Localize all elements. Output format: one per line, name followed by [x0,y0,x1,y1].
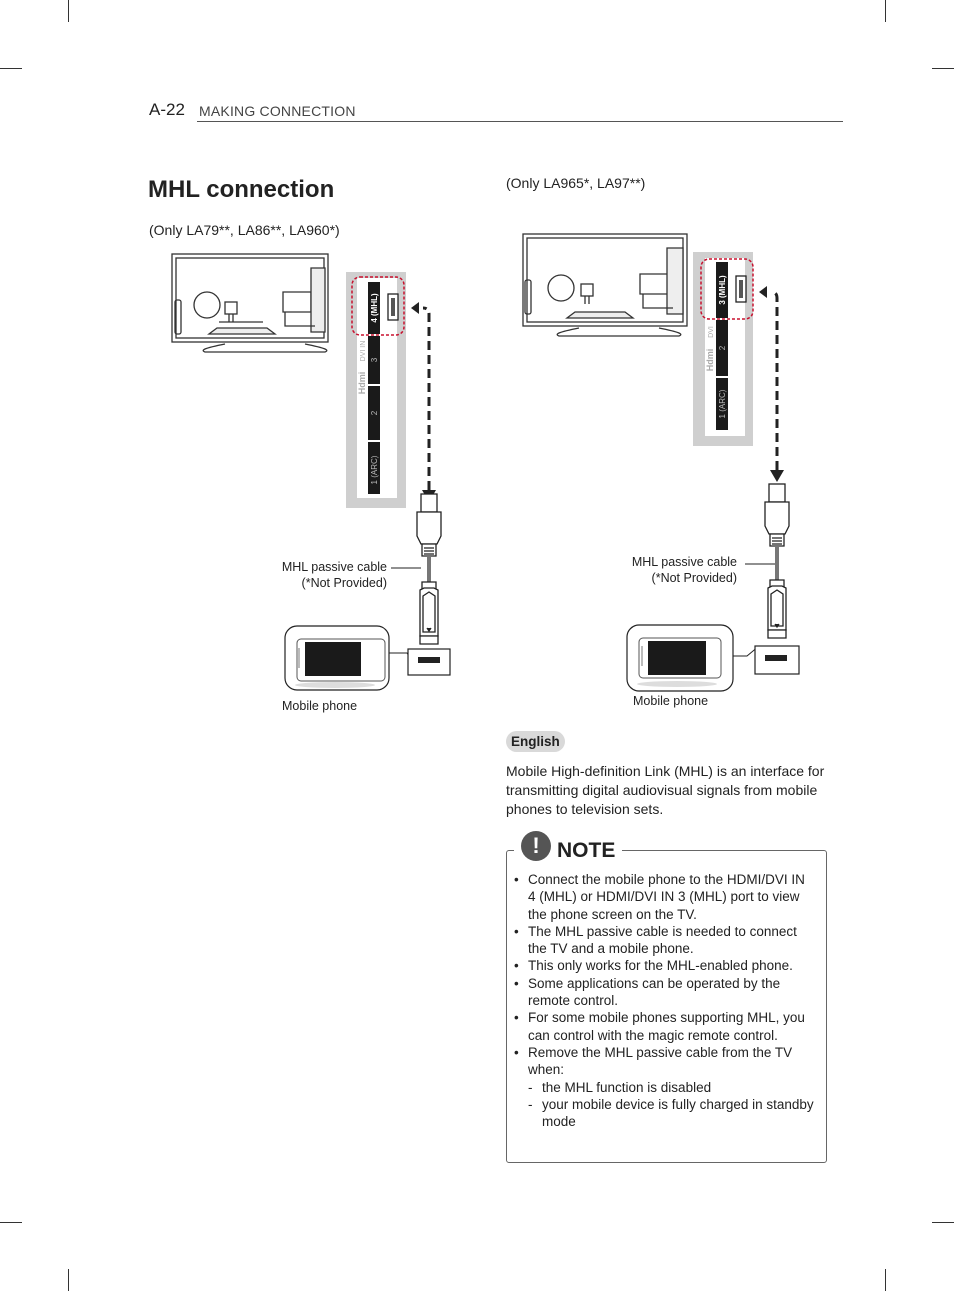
hdmi-port-panel: 3 (MHL) 2 1 (ARC) DVI Hdmi [693,252,754,446]
cable-label-note: (*Not Provided) [301,576,387,590]
port-label: 3 [370,357,379,362]
intro-paragraph: Mobile High-definition Link (MHL) is an … [506,763,825,817]
hdmi-logo: Hdmi [705,349,715,372]
section-title: MAKING CONNECTION [199,103,356,119]
port-label: 2 [370,410,379,415]
port-group-label: DVI [708,326,715,338]
cable-label-note: (*Not Provided) [651,571,737,585]
port-label: 4 (MHL) [370,293,379,323]
crop-mark [68,1269,69,1291]
exclamation-icon: ! [521,831,551,861]
connection-arrow [411,302,436,502]
mhl-cable [764,483,790,639]
crop-mark [0,68,22,69]
note-sub-item: -the MHL function is disabled [528,1079,712,1095]
crop-mark [885,0,886,22]
left-connection-diagram: 4 (MHL) 3 2 1 (ARC) DVI IN Hdmi [171,253,451,691]
note-sub-item: -your mobile device is fully charged in … [528,1096,814,1130]
note-item: •This only works for the MHL-enabled pho… [514,958,793,974]
port-label: 3 (MHL) [718,275,727,305]
cable-label-name: MHL passive cable [281,560,387,574]
crop-mark [68,0,69,22]
port-label: 2 [718,345,727,350]
note-item: •The MHL passive cable is needed to conn… [514,923,797,957]
crop-mark [885,1269,886,1291]
note-title: NOTE [557,839,616,862]
mobile-phone-illustration [284,625,390,691]
note-item: •Remove the MHL passive cable from the T… [514,1044,793,1078]
cable-label-name: MHL passive cable [631,555,737,569]
port-label: 1 (ARC) [370,455,379,484]
right-connection-diagram: 3 (MHL) 2 1 (ARC) DVI Hdmi [522,233,800,692]
tv-back-illustration [171,253,329,353]
note-item: •Some applications can be operated by th… [514,975,781,1009]
note-list: •Connect the mobile phone to the HDMI/DV… [514,871,816,1130]
mobile-phone-illustration [626,624,734,692]
hdmi-logo: Hdmi [357,372,367,395]
page-number: A-22 [149,100,185,119]
note-item: •Connect the mobile phone to the HDMI/DV… [514,872,805,922]
crop-mark [0,1222,22,1223]
note-box [506,850,827,1163]
port-group-label: DVI IN [360,341,367,362]
cable-label: MHL passive cable (*Not Provided) [270,559,387,591]
connection-arrow [759,286,784,482]
hdmi-port-panel: 4 (MHL) 3 2 1 (ARC) DVI IN Hdmi [346,272,406,508]
phone-label: Mobile phone [282,699,358,713]
crop-mark [932,1222,954,1223]
page-title: MHL connection [148,176,335,203]
tv-back-illustration [522,233,688,337]
note-item: •For some mobile phones supporting MHL, … [514,1010,805,1043]
header-rule [197,121,843,122]
cable-label: MHL passive cable (*Not Provided) [620,554,737,586]
mhl-cable [416,493,442,645]
language-badge: English [506,731,565,752]
phone-label: Mobile phone [633,694,709,708]
crop-mark [932,68,954,69]
port-label: 1 (ARC) [718,389,727,418]
left-models-note: (Only LA79**, LA86**, LA960*) [149,222,340,238]
right-models-note: (Only LA965*, LA97**) [506,175,646,191]
